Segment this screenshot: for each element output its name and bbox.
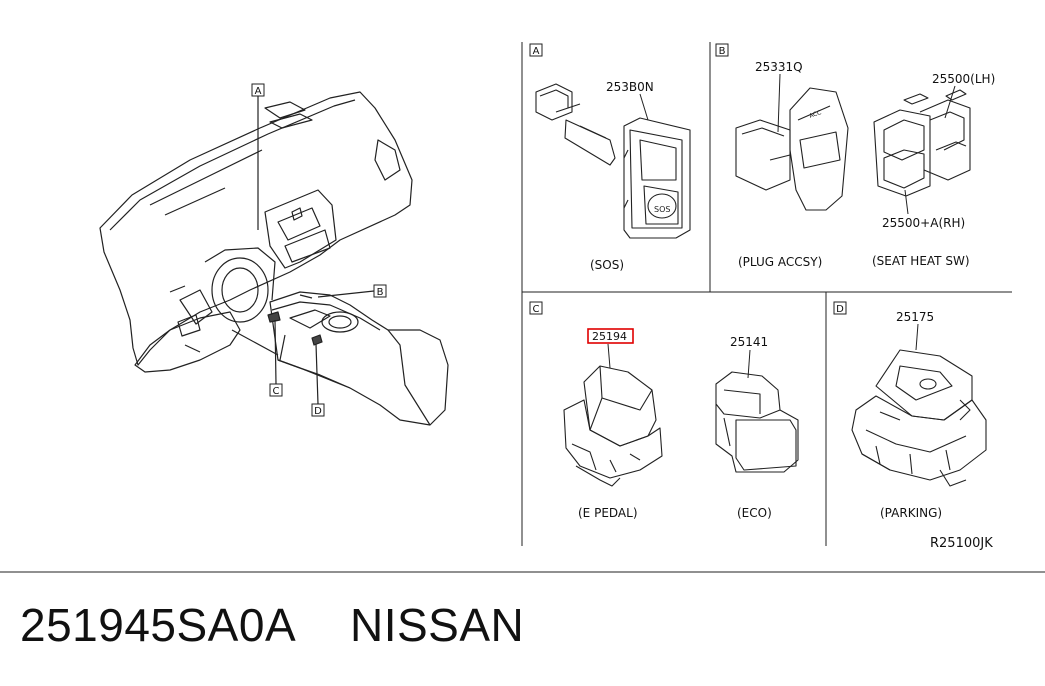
svg-text:ACC: ACC (808, 109, 822, 120)
panel-b: B 25331Q ACC 25500(LH) 25500+A(RH) (PLUG… (715, 43, 995, 269)
sos-switch-drawing (535, 83, 691, 239)
panel-d: D 25175 (PARKING) (833, 301, 987, 520)
caption-sos: (SOS) (590, 258, 624, 272)
callout-c: C (269, 383, 283, 397)
svg-text:C: C (533, 304, 540, 315)
svg-text:D: D (314, 406, 322, 417)
caption-eco: (ECO) (737, 506, 772, 520)
svg-text:A: A (255, 86, 262, 97)
eco-switch-drawing (715, 371, 799, 473)
seat-heat-switch-drawing (873, 89, 971, 197)
part-no-25331q: 25331Q (755, 60, 803, 74)
svg-text:B: B (719, 46, 726, 57)
svg-text:SOS: SOS (654, 205, 670, 214)
part-no-25141: 25141 (730, 335, 768, 349)
highlight-box (587, 328, 634, 344)
svg-text:A: A (533, 46, 540, 57)
panel-grid (0, 42, 1045, 573)
callout-d: D (311, 403, 325, 417)
part-no-25194: 25194 (592, 330, 627, 343)
plug-accessory-drawing (735, 87, 849, 211)
diagram-ref: R25100JK (930, 536, 993, 551)
panel-a: A 253B0N SOS (SOS) (529, 43, 691, 272)
caption-seat-heat-sw: (SEAT HEAT SW) (872, 254, 970, 268)
part-no-25500a-rh: 25500+A(RH) (882, 216, 965, 230)
svg-text:B: B (377, 287, 384, 298)
callout-a: A (251, 83, 265, 97)
e-pedal-switch-drawing (563, 365, 663, 487)
caption-plug-accsy: (PLUG ACCSY) (738, 255, 822, 269)
caption-e-pedal: (E PEDAL) (578, 506, 638, 520)
panel-c: C 25194 (E PEDAL) 25141 (ECO) (529, 301, 799, 520)
dashboard-illustration (99, 91, 449, 426)
part-number-label: 251945SA0A (20, 599, 297, 651)
part-no-25175: 25175 (896, 310, 934, 324)
svg-text:D: D (836, 304, 844, 315)
callout-b: B (373, 284, 387, 298)
parking-switch-drawing (851, 349, 987, 487)
brand-label: NISSAN (350, 599, 525, 651)
part-no-25500-lh: 25500(LH) (932, 72, 995, 86)
svg-text:C: C (273, 386, 280, 397)
caption-parking: (PARKING) (880, 506, 942, 520)
part-no-253b0n: 253B0N (606, 80, 654, 94)
